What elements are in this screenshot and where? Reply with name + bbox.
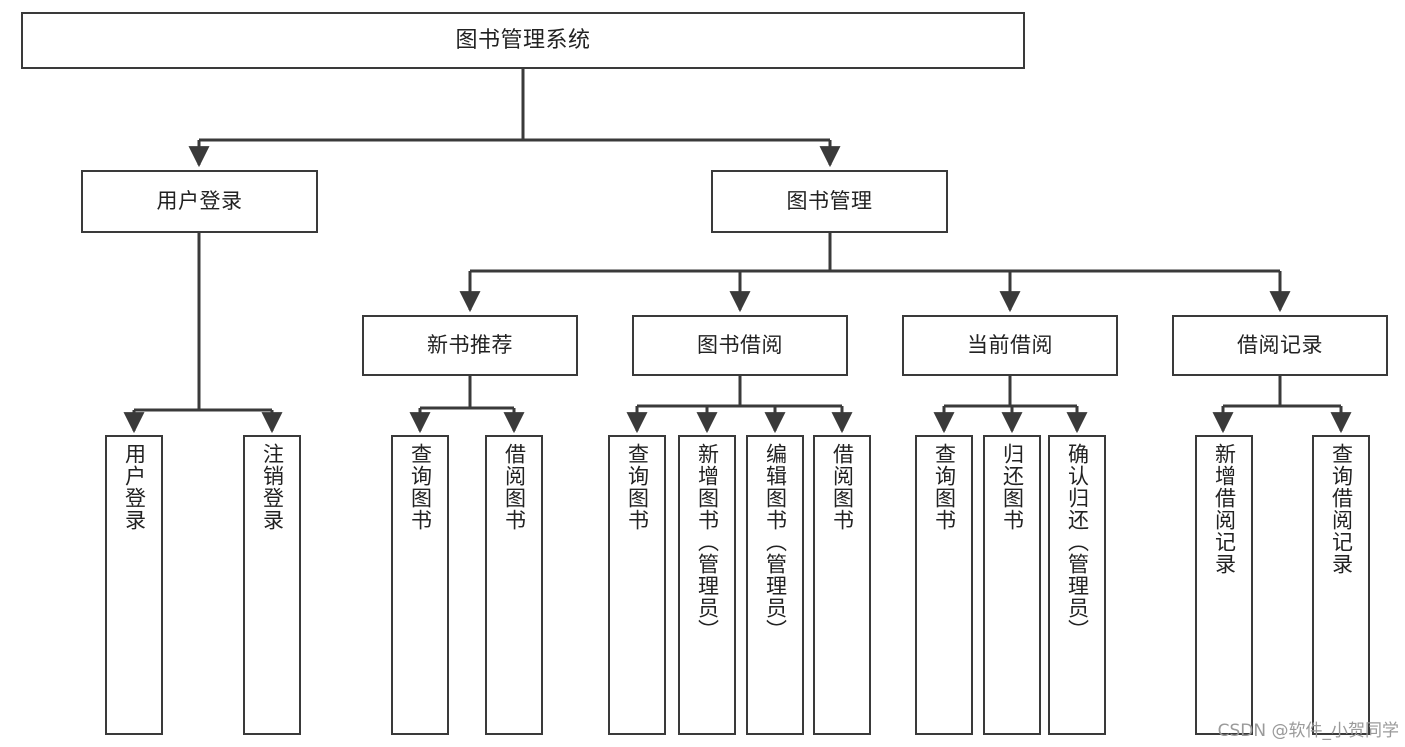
node-label: 新增图书（管理员） — [695, 443, 720, 641]
node-label: 查询图书 — [625, 443, 650, 531]
node-label: 新增借阅记录 — [1212, 443, 1237, 575]
node-user-login[interactable]: 用户登录 — [81, 170, 318, 233]
node-leaf-edit-book[interactable]: 编辑图书（管理员） — [746, 435, 804, 735]
node-label: 确认归还（管理员） — [1065, 443, 1090, 641]
node-leaf-query-record[interactable]: 查询借阅记录 — [1312, 435, 1370, 735]
node-label: 图书管理 — [786, 189, 873, 214]
node-root-system[interactable]: 图书管理系统 — [21, 12, 1025, 69]
node-leaf-add-book[interactable]: 新增图书（管理员） — [678, 435, 736, 735]
node-label: 新书推荐 — [427, 333, 513, 358]
node-leaf-query-book-3[interactable]: 查询图书 — [915, 435, 973, 735]
node-leaf-borrow-book-1[interactable]: 借阅图书 — [485, 435, 543, 735]
node-new-book-rec[interactable]: 新书推荐 — [362, 315, 578, 376]
node-label: 图书借阅 — [697, 333, 783, 358]
node-label: 用户登录 — [156, 189, 243, 214]
node-leaf-query-book-2[interactable]: 查询图书 — [608, 435, 666, 735]
node-label: 用户登录 — [122, 443, 147, 531]
node-leaf-confirm-return[interactable]: 确认归还（管理员） — [1048, 435, 1106, 735]
node-leaf-borrow-book-2[interactable]: 借阅图书 — [813, 435, 871, 735]
node-book-borrow[interactable]: 图书借阅 — [632, 315, 848, 376]
node-leaf-logout-login[interactable]: 注销登录 — [243, 435, 301, 735]
node-label: 当前借阅 — [967, 333, 1053, 358]
node-leaf-query-book-1[interactable]: 查询图书 — [391, 435, 449, 735]
node-leaf-user-login[interactable]: 用户登录 — [105, 435, 163, 735]
node-label: 图书管理系统 — [455, 27, 591, 53]
node-label: 借阅记录 — [1237, 333, 1323, 358]
node-leaf-add-record[interactable]: 新增借阅记录 — [1195, 435, 1253, 735]
node-label: 注销登录 — [260, 443, 285, 531]
watermark-text: CSDN @软件_小贺同学 — [1217, 721, 1399, 741]
node-book-manage[interactable]: 图书管理 — [711, 170, 948, 233]
node-label: 归还图书 — [1000, 443, 1025, 531]
node-label: 编辑图书（管理员） — [763, 443, 788, 641]
node-label: 查询借阅记录 — [1329, 443, 1354, 575]
node-label: 借阅图书 — [830, 443, 855, 531]
node-label: 查询图书 — [408, 443, 433, 531]
node-label: 查询图书 — [932, 443, 957, 531]
node-leaf-return-book[interactable]: 归还图书 — [983, 435, 1041, 735]
node-current-borrow[interactable]: 当前借阅 — [902, 315, 1118, 376]
node-borrow-record[interactable]: 借阅记录 — [1172, 315, 1388, 376]
node-label: 借阅图书 — [502, 443, 527, 531]
